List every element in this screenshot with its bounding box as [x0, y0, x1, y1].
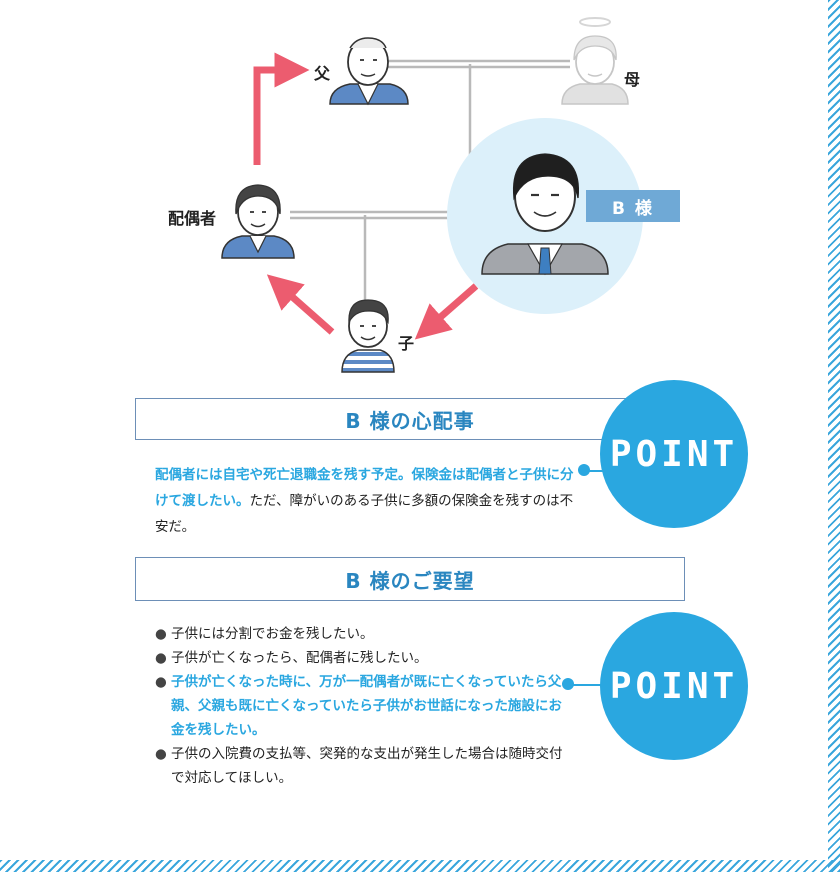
child-figure	[341, 299, 395, 373]
hatch-border-bottom	[0, 860, 840, 872]
b-name-tag: B 様	[586, 190, 680, 222]
relation-lines	[290, 59, 570, 300]
child-label: 子	[398, 334, 415, 353]
family-diagram	[221, 17, 643, 373]
spouse-figure	[221, 184, 295, 259]
mother-label: 母	[624, 70, 641, 89]
bullet-icon: ●	[155, 674, 167, 690]
father-figure	[329, 37, 409, 106]
list-item: ●子供には分割でお金を残したい。	[155, 622, 575, 646]
requests-list: ●子供には分割でお金を残したい。 ●子供が亡くなったら、配偶者に残したい。 ●子…	[155, 622, 575, 790]
concern-point-badge: POINT	[600, 380, 748, 528]
concern-paragraph: 配偶者には自宅や死亡退職金を残す予定。保険金は配偶者と子供に分けて渡したい。ただ…	[155, 462, 585, 540]
requests-title: B 様のご要望	[345, 568, 475, 593]
spouse-label: 配偶者	[168, 209, 217, 228]
arrow-child-to-spouse	[266, 274, 335, 335]
mother-figure	[561, 17, 629, 105]
requests-title-box: B 様のご要望	[135, 557, 685, 601]
hatch-border-right	[828, 0, 840, 872]
bullet-icon: ●	[155, 650, 167, 666]
b-figure	[481, 153, 609, 276]
requests-connector-line	[568, 684, 604, 686]
concern-highlight-text: 配偶者には自宅や死亡退職金を残す予定。保険金は配偶者と子供に分けて渡したい。	[155, 467, 574, 509]
list-item: ●子供が亡くなったら、配偶者に残したい。	[155, 646, 575, 670]
concern-connector-line	[584, 470, 604, 472]
arrow-spouse-to-father	[253, 52, 310, 165]
bullet-icon: ●	[155, 626, 167, 642]
father-label: 父	[314, 64, 331, 83]
list-item: ●子供の入院費の支払等、突発的な支出が発生した場合は随時交付で対応してほしい。	[155, 742, 575, 790]
concern-connector-dot	[578, 464, 590, 476]
requests-point-badge: POINT	[600, 612, 748, 760]
concern-title: B 様の心配事	[345, 408, 475, 433]
inheritance-arrows	[253, 52, 479, 340]
arrow-b-to-child	[414, 283, 479, 340]
concern-plain-text: ただ、障がいのある子供に多額の保険金を残すのは不安だ。	[155, 493, 574, 535]
bullet-icon: ●	[155, 746, 167, 762]
concern-title-box: B 様の心配事	[135, 398, 685, 440]
list-item-highlight: ●子供が亡くなった時に、万が一配偶者が既に亡くなっていたら父親、父親も既に亡くな…	[155, 670, 575, 742]
requests-connector-dot	[562, 678, 574, 690]
